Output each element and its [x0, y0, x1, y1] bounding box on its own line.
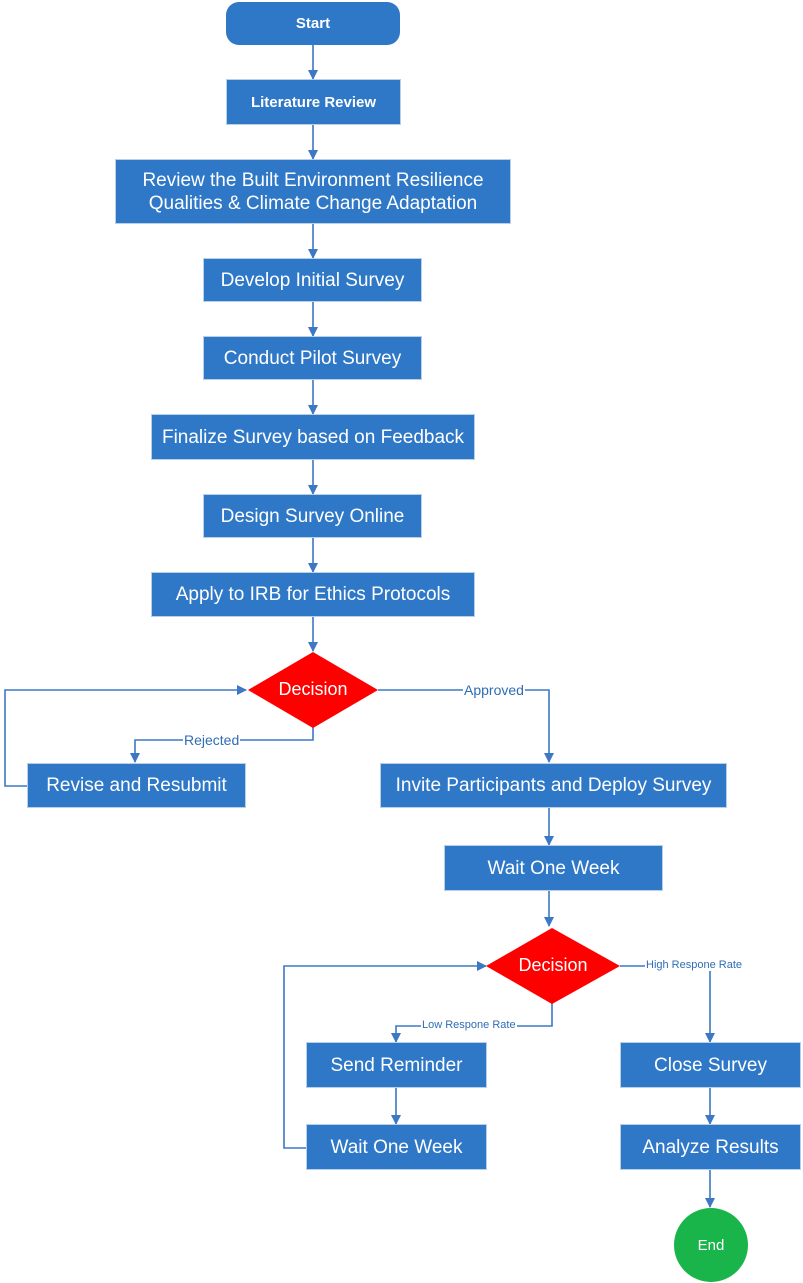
review-built-environment-label: Review the Built Environment Resilience … [142, 169, 484, 214]
low-response-edge-label: Low Respone Rate [421, 1019, 517, 1031]
conduct-pilot-survey-box: Conduct Pilot Survey [203, 336, 422, 380]
conduct-pilot-survey-label: Conduct Pilot Survey [223, 347, 402, 369]
edge-revise-loop [4, 685, 247, 787]
finalize-survey-label: Finalize Survey based on Feedback [161, 426, 465, 448]
decision-2-label: Decision [518, 955, 588, 975]
edge-decision1-approved [378, 689, 554, 763]
literature-review-label: Literature Review [250, 93, 377, 111]
wait-one-week-1-label: Wait One Week [487, 857, 620, 879]
high-response-edge-label: High Respone Rate [645, 959, 744, 971]
start-label: Start [295, 15, 331, 32]
wait-one-week-2-label: Wait One Week [330, 1136, 463, 1158]
develop-initial-survey-box: Develop Initial Survey [203, 258, 422, 302]
apply-irb-label: Apply to IRB for Ethics Protocols [175, 584, 451, 605]
revise-resubmit-box: Revise and Resubmit [27, 763, 246, 808]
invite-deploy-box: Invite Participants and Deploy Survey [380, 763, 727, 808]
analyze-results-label: Analyze Results [642, 1136, 779, 1158]
design-survey-online-box: Design Survey Online [203, 494, 422, 538]
invite-deploy-label: Invite Participants and Deploy Survey [395, 775, 712, 796]
rejected-edge-label: Rejected [183, 732, 241, 748]
revise-resubmit-label: Revise and Resubmit [46, 775, 227, 796]
apply-irb-box: Apply to IRB for Ethics Protocols [151, 572, 475, 617]
approved-edge-label: Approved [463, 682, 525, 698]
close-survey-label: Close Survey [654, 1054, 767, 1076]
decision-2-diamond [486, 928, 620, 1004]
send-reminder-box: Send Reminder [306, 1042, 487, 1088]
decision-1-label: Decision [278, 679, 348, 699]
review-built-environment-box: Review the Built Environment Resilience … [115, 159, 511, 224]
send-reminder-label: Send Reminder [330, 1054, 463, 1076]
design-survey-online-label: Design Survey Online [220, 505, 405, 527]
literature-review-box: Literature Review [226, 79, 401, 125]
edge-decision2-high [620, 965, 715, 1043]
wait-one-week-2-box: Wait One Week [306, 1124, 487, 1170]
end-label: End [697, 1236, 725, 1254]
finalize-survey-box: Finalize Survey based on Feedback [151, 414, 475, 460]
analyze-results-box: Analyze Results [620, 1124, 801, 1170]
edge-wait2-loop [283, 961, 487, 1149]
end-terminal: End [674, 1208, 748, 1282]
develop-initial-survey-label: Develop Initial Survey [220, 269, 405, 291]
decision-1-diamond [248, 652, 378, 728]
start-terminal: Start [226, 2, 400, 45]
wait-one-week-1-box: Wait One Week [444, 845, 663, 891]
close-survey-box: Close Survey [620, 1042, 801, 1088]
